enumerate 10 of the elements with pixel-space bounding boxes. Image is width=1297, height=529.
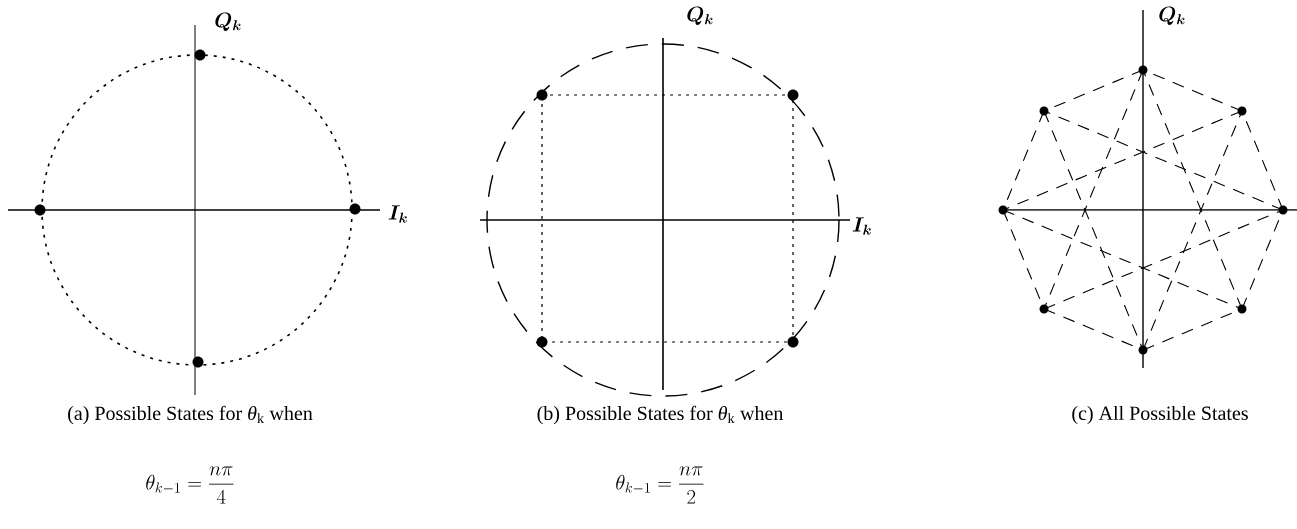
caption-formula: $\theta_{k-1}=\frac{n\pi}{2}$: [616, 466, 704, 504]
axis-label: $I_k$: [852, 217, 871, 235]
caption: (b) Possible States for θ$_{k}$ when: [537, 405, 784, 425]
caption: (c) All Possible States: [1072, 405, 1248, 425]
axis-label: $I_k$: [388, 205, 407, 223]
caption-formula: $\theta_{k-1}=\frac{n\pi}{4}$: [146, 466, 234, 504]
caption: (a) Possible States for θ$_{k}$ when: [68, 405, 313, 425]
axis-label: $Q_k$: [1159, 6, 1185, 26]
axis-label: $Q_k$: [687, 6, 713, 26]
axis-label: $Q_k$: [215, 12, 241, 32]
